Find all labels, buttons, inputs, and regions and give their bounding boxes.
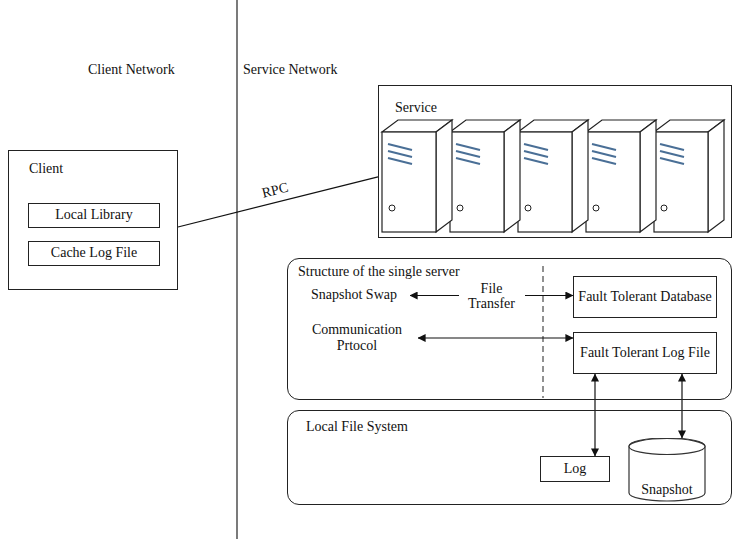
node-text: Structure of the single server bbox=[298, 264, 731, 280]
connector bbox=[178, 177, 378, 227]
node-text: Service bbox=[395, 100, 731, 116]
module-label: Snapshot Swap bbox=[298, 283, 410, 308]
network-divider bbox=[236, 0, 237, 539]
node-text: Communication Prtocol bbox=[296, 322, 418, 354]
node-text: Snapshot Swap bbox=[311, 287, 397, 303]
process-box: Local Library bbox=[28, 203, 160, 228]
log-box: Log bbox=[540, 456, 610, 482]
node-text: Log bbox=[564, 461, 587, 477]
connector-label: RPC bbox=[260, 180, 289, 201]
file-system-box: Local File SystemLogSnapshot bbox=[287, 410, 732, 505]
log-file-box: Fault Tolerant Log File bbox=[573, 332, 717, 374]
server-rack bbox=[382, 120, 724, 232]
connector bbox=[681, 374, 682, 438]
connector bbox=[418, 337, 573, 338]
service-box: Service bbox=[378, 85, 732, 238]
node-text: Snapshot bbox=[641, 482, 692, 498]
node-text: Fault Tolerant Database bbox=[578, 289, 711, 305]
module-label: Communication Prtocol bbox=[296, 318, 418, 358]
connector bbox=[594, 374, 595, 456]
network-label: Service Network bbox=[243, 62, 337, 78]
connector-label: File Transfer bbox=[459, 279, 525, 312]
network-label: Client Network bbox=[88, 62, 175, 78]
node-text: Local File System bbox=[306, 419, 731, 435]
database-box: Fault Tolerant Database bbox=[573, 276, 717, 318]
node-text: Local Library bbox=[55, 207, 132, 223]
node-text: Client bbox=[29, 161, 177, 177]
dashed-divider bbox=[543, 266, 544, 398]
node-text: Cache Log File bbox=[51, 245, 137, 261]
client-box: ClientLocal LibraryCache Log File bbox=[8, 150, 178, 290]
node-text: Fault Tolerant Log File bbox=[580, 345, 710, 361]
snapshot-cylinder: Snapshot bbox=[628, 438, 706, 502]
process-box: Cache Log File bbox=[28, 241, 160, 266]
